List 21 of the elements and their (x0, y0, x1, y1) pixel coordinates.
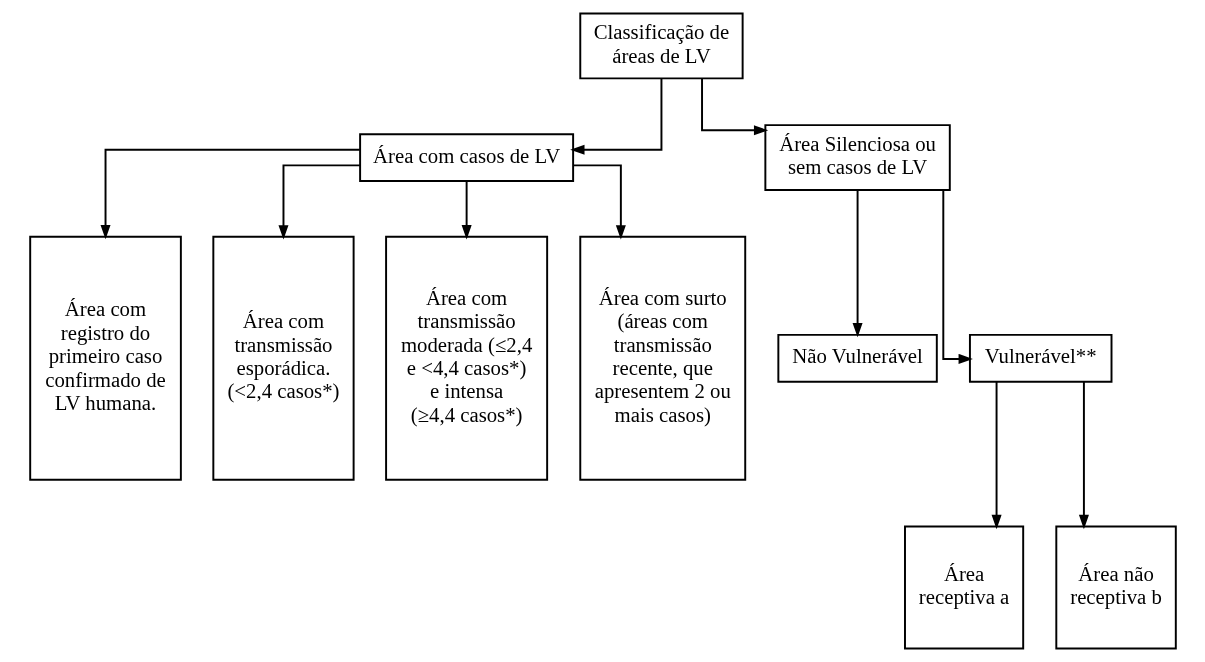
node-box: Não Vulnerável (776, 333, 938, 383)
node-box: Área com transmissão esporádica. (<2,4 casos*) (211, 235, 355, 481)
node-box: Classificação de áreas de LV (578, 12, 744, 80)
arrow (700, 77, 768, 136)
node-box: Área receptiva a (903, 525, 1024, 650)
node-box: Área não receptiva b (1054, 525, 1177, 650)
arrow (991, 380, 1002, 530)
arrow (1078, 380, 1089, 530)
arrow (277, 164, 361, 240)
node-box: Área com registro do primeiro caso confirmado de LV humana. (28, 235, 182, 481)
node-box: Área com transmissão moderada (≤2,4 e <4,4 casos*) e intensa (≥4,4 casos*) (384, 235, 548, 481)
arrow (461, 180, 472, 240)
arrow (852, 189, 863, 338)
arrow (571, 164, 626, 240)
node-box: Área com casos de LV (358, 133, 574, 182)
arrow (569, 77, 662, 155)
node-box: Área Silenciosa ou sem casos de LV (763, 124, 951, 192)
node-box: Vulnerável** (968, 333, 1112, 383)
node-box: Área com surto (áreas com transmissão recente, que apresentem 2 ou mais casos) (578, 235, 746, 481)
arrow (941, 189, 973, 364)
arrow (100, 148, 361, 240)
